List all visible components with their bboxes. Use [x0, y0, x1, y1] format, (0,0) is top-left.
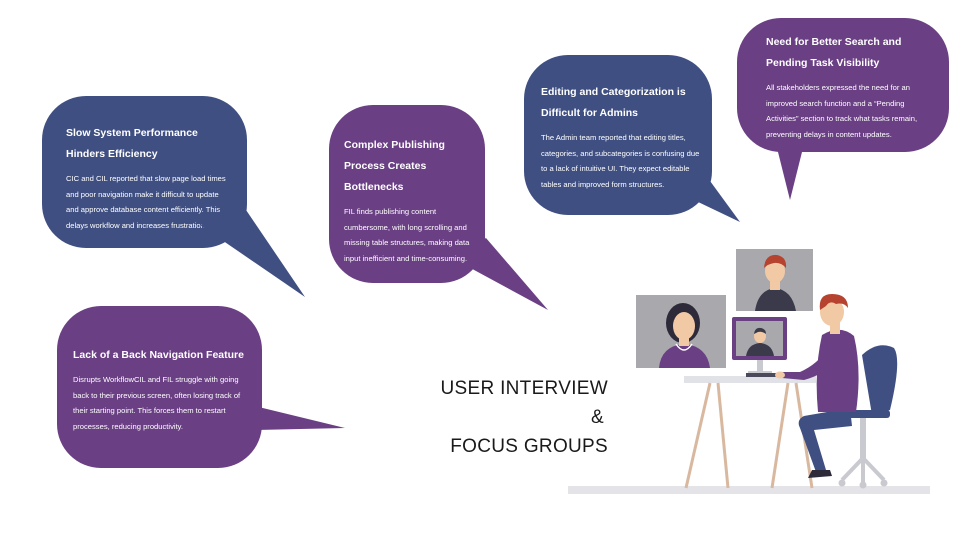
- bubble-tail-slow-performance: [200, 207, 305, 297]
- speech-bubble-better-search: Need for Better Search and Pending Task …: [737, 18, 949, 152]
- desk: [684, 376, 816, 489]
- speech-bubble-back-navigation: Lack of a Back Navigation Feature Disrup…: [57, 306, 262, 468]
- keyboard: [746, 373, 784, 377]
- speech-bubble-slow-performance: Slow System Performance Hinders Efficien…: [42, 96, 247, 248]
- bubble-title: Lack of a Back Navigation Feature: [73, 349, 244, 361]
- bubble-title: Need for Better Search and Pending Task …: [766, 36, 902, 69]
- bubble-title: Complex Publishing Process Creates Bottl…: [344, 139, 445, 193]
- computer-monitor: [732, 317, 787, 374]
- bubble-body: The Admin team reported that editing tit…: [541, 133, 700, 189]
- bubble-body: All stakeholders expressed the need for …: [766, 83, 918, 139]
- speech-bubble-complex-publishing: Complex Publishing Process Creates Bottl…: [329, 105, 485, 283]
- bubble-title: Slow System Performance Hinders Efficien…: [66, 127, 198, 160]
- woman-video-tile: [636, 295, 726, 368]
- speech-bubble-editing-categorization: Editing and Categorization is Difficult …: [524, 55, 712, 215]
- heading-line-2: &: [591, 407, 604, 428]
- bubble-body: CIC and CIL reported that slow page load…: [66, 174, 226, 230]
- heading-line-3: FOCUS GROUPS: [450, 436, 608, 457]
- person-at-desk: [775, 294, 859, 478]
- video-call-illustration: [568, 249, 930, 494]
- heading-line-1: USER INTERVIEW: [440, 378, 608, 399]
- bubble-title: Editing and Categorization is Difficult …: [541, 86, 686, 119]
- floor-strip: [568, 486, 930, 494]
- page-heading: USER INTERVIEW & FOCUS GROUPS: [380, 374, 608, 461]
- bubble-body: FIL finds publishing content cumbersome,…: [344, 207, 470, 263]
- bubble-tail-better-search: [775, 140, 805, 200]
- man-video-tile: [736, 249, 813, 311]
- bubble-body: Disrupts WorkflowCIL and FIL struggle wi…: [73, 375, 241, 431]
